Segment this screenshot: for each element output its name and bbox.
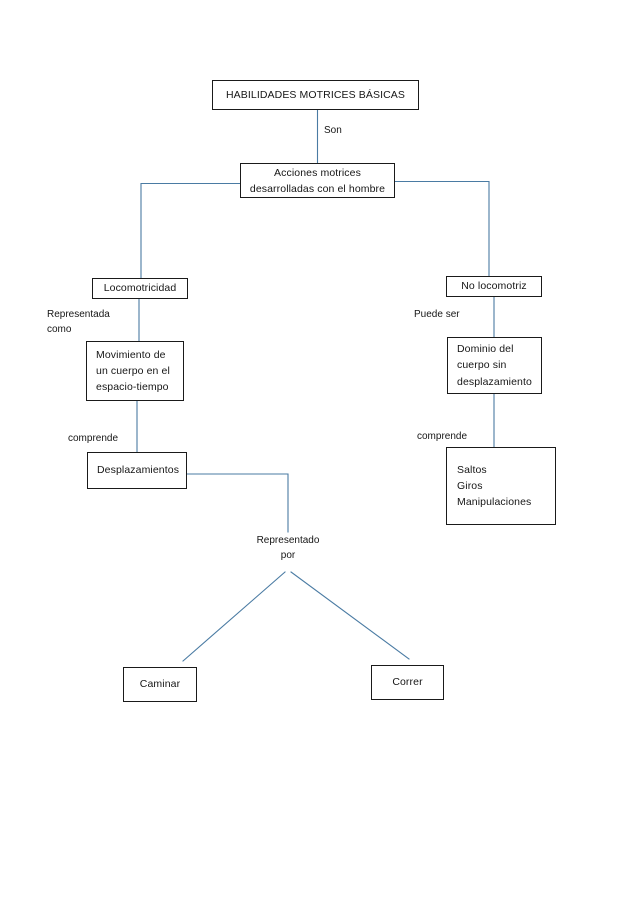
edge-acciones-to-locomotricidad: [140, 182, 241, 279]
edge-representado-to-correr: [290, 571, 410, 660]
node-acciones-line1: Acciones motrices: [274, 166, 361, 179]
node-caminar[interactable]: Caminar: [123, 667, 197, 702]
node-caminar-label: Caminar: [139, 678, 181, 691]
node-correr[interactable]: Correr: [371, 665, 444, 700]
edge-label-son: Son: [324, 125, 342, 136]
node-dominio-cuerpo[interactable]: Dominio del cuerpo sin desplazamiento: [447, 337, 542, 394]
node-dominio-line3: desplazamiento: [457, 375, 532, 388]
node-no-locomotriz[interactable]: No locomotriz: [446, 276, 542, 297]
node-no-locomotriz-label: No locomotriz: [461, 280, 527, 293]
node-habilidades-motrices-basicas[interactable]: HABILIDADES MOTRICES BÁSICAS: [212, 80, 419, 110]
edge-label-comprende-right: comprende: [417, 431, 468, 442]
node-desplazamientos-label: Desplazamientos: [97, 464, 180, 477]
node-movimiento-line2: un cuerpo en el: [96, 364, 170, 377]
edge-representado-to-caminar: [182, 571, 286, 662]
node-dominio-line1: Dominio del: [457, 343, 514, 356]
edge-desplazamientos-to-representado: [186, 473, 289, 533]
node-dominio-line2: cuerpo sin: [457, 359, 507, 372]
node-locomotricidad-label: Locomotricidad: [103, 282, 177, 295]
node-movimiento-line3: espacio-tiempo: [96, 381, 169, 394]
list-item-manipulaciones: Manipulaciones: [457, 496, 532, 509]
edge-label-comprende-left: comprende: [68, 433, 119, 444]
edge-label-representado-por: Representado por: [256, 535, 320, 561]
edge-acciones-to-no-locomotriz: [394, 180, 490, 277]
node-movimiento-line1: Movimiento de: [96, 348, 166, 361]
edge-label-representada-como: Representada como: [47, 309, 110, 335]
list-item-giros: Giros: [457, 479, 483, 492]
node-no-locomotriz-list[interactable]: Saltos Giros Manipulaciones: [446, 447, 556, 525]
edge-label-puede-ser: Puede ser: [414, 309, 460, 320]
node-acciones-line2: desarrolladas con el hombre: [249, 183, 386, 195]
node-correr-label: Correr: [392, 676, 423, 689]
node-desplazamientos[interactable]: Desplazamientos: [87, 452, 187, 489]
node-root-label: HABILIDADES MOTRICES BÁSICAS: [225, 88, 405, 101]
node-locomotricidad[interactable]: Locomotricidad: [92, 278, 188, 299]
list-item-saltos: Saltos: [457, 463, 487, 476]
node-movimiento-cuerpo[interactable]: Movimiento de un cuerpo en el espacio-ti…: [86, 341, 184, 401]
node-acciones-motrices[interactable]: Acciones motrices desarrolladas con el h…: [240, 163, 395, 198]
